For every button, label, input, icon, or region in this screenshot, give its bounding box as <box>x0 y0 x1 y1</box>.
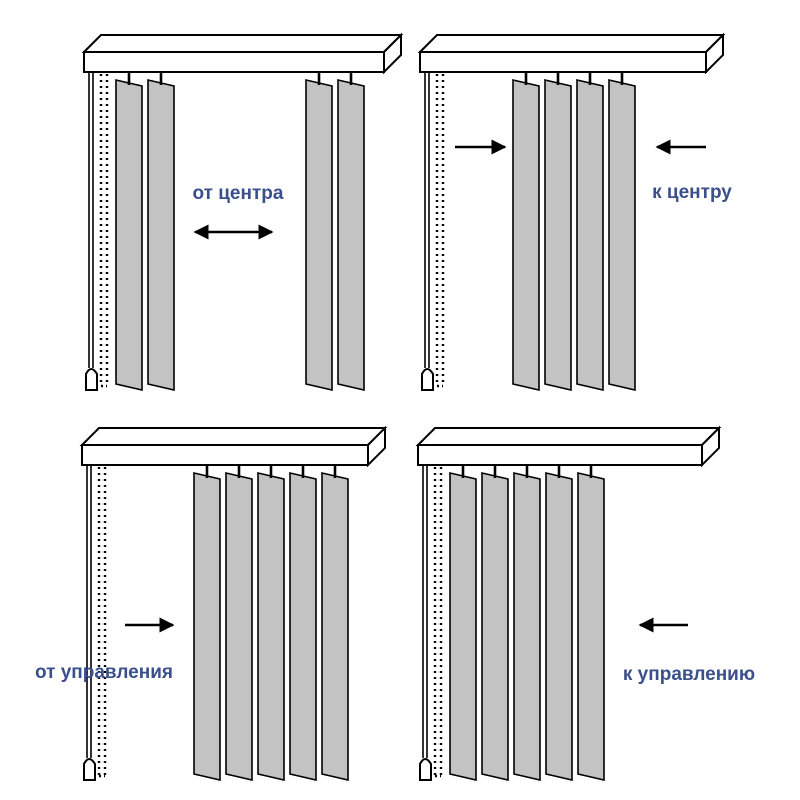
headrail-top <box>79 427 388 446</box>
label-from-center: от центра <box>193 183 284 204</box>
slat <box>544 78 572 392</box>
headrail-front <box>417 444 703 466</box>
label-to-center: к центру <box>652 182 732 203</box>
slat <box>512 78 540 392</box>
panel-to-control: к управлению <box>415 425 755 782</box>
slat <box>115 78 143 392</box>
wand-handle-icon <box>83 758 96 781</box>
headrail <box>79 425 388 468</box>
headrail <box>81 32 404 75</box>
headrail-front <box>419 51 707 73</box>
slat <box>449 471 477 782</box>
wand-handle-icon <box>85 368 98 391</box>
headrail-top <box>417 34 726 53</box>
headrail-front <box>83 51 385 73</box>
slats <box>193 465 349 782</box>
slat <box>147 78 175 392</box>
slat <box>321 471 349 782</box>
slat <box>337 78 365 392</box>
headrail-front <box>81 444 369 466</box>
headrail <box>415 425 722 468</box>
slats <box>115 72 365 392</box>
slat <box>289 471 317 782</box>
label-from-control: от управления <box>35 662 173 683</box>
slat <box>513 471 541 782</box>
control-cord <box>421 72 445 391</box>
control-cord <box>83 465 107 781</box>
slat <box>608 78 636 392</box>
slat <box>576 78 604 392</box>
slat <box>577 471 605 782</box>
panel-from-center: от центра <box>81 32 404 392</box>
slat <box>225 471 253 782</box>
label-to-control: к управлению <box>623 664 755 685</box>
headrail-top <box>415 427 722 446</box>
slat <box>481 471 509 782</box>
headrail-top <box>81 34 404 53</box>
slat <box>305 78 333 392</box>
slat <box>545 471 573 782</box>
panel-to-center: к центру <box>417 32 732 392</box>
wand-handle-icon <box>419 758 432 781</box>
wand-handle-icon <box>421 368 434 391</box>
control-cord <box>419 465 443 781</box>
panel-from-control: от управления <box>35 425 388 782</box>
slats <box>512 72 636 392</box>
control-cord <box>85 72 109 391</box>
slats <box>449 465 605 782</box>
headrail <box>417 32 726 75</box>
slat <box>193 471 221 782</box>
slat <box>257 471 285 782</box>
